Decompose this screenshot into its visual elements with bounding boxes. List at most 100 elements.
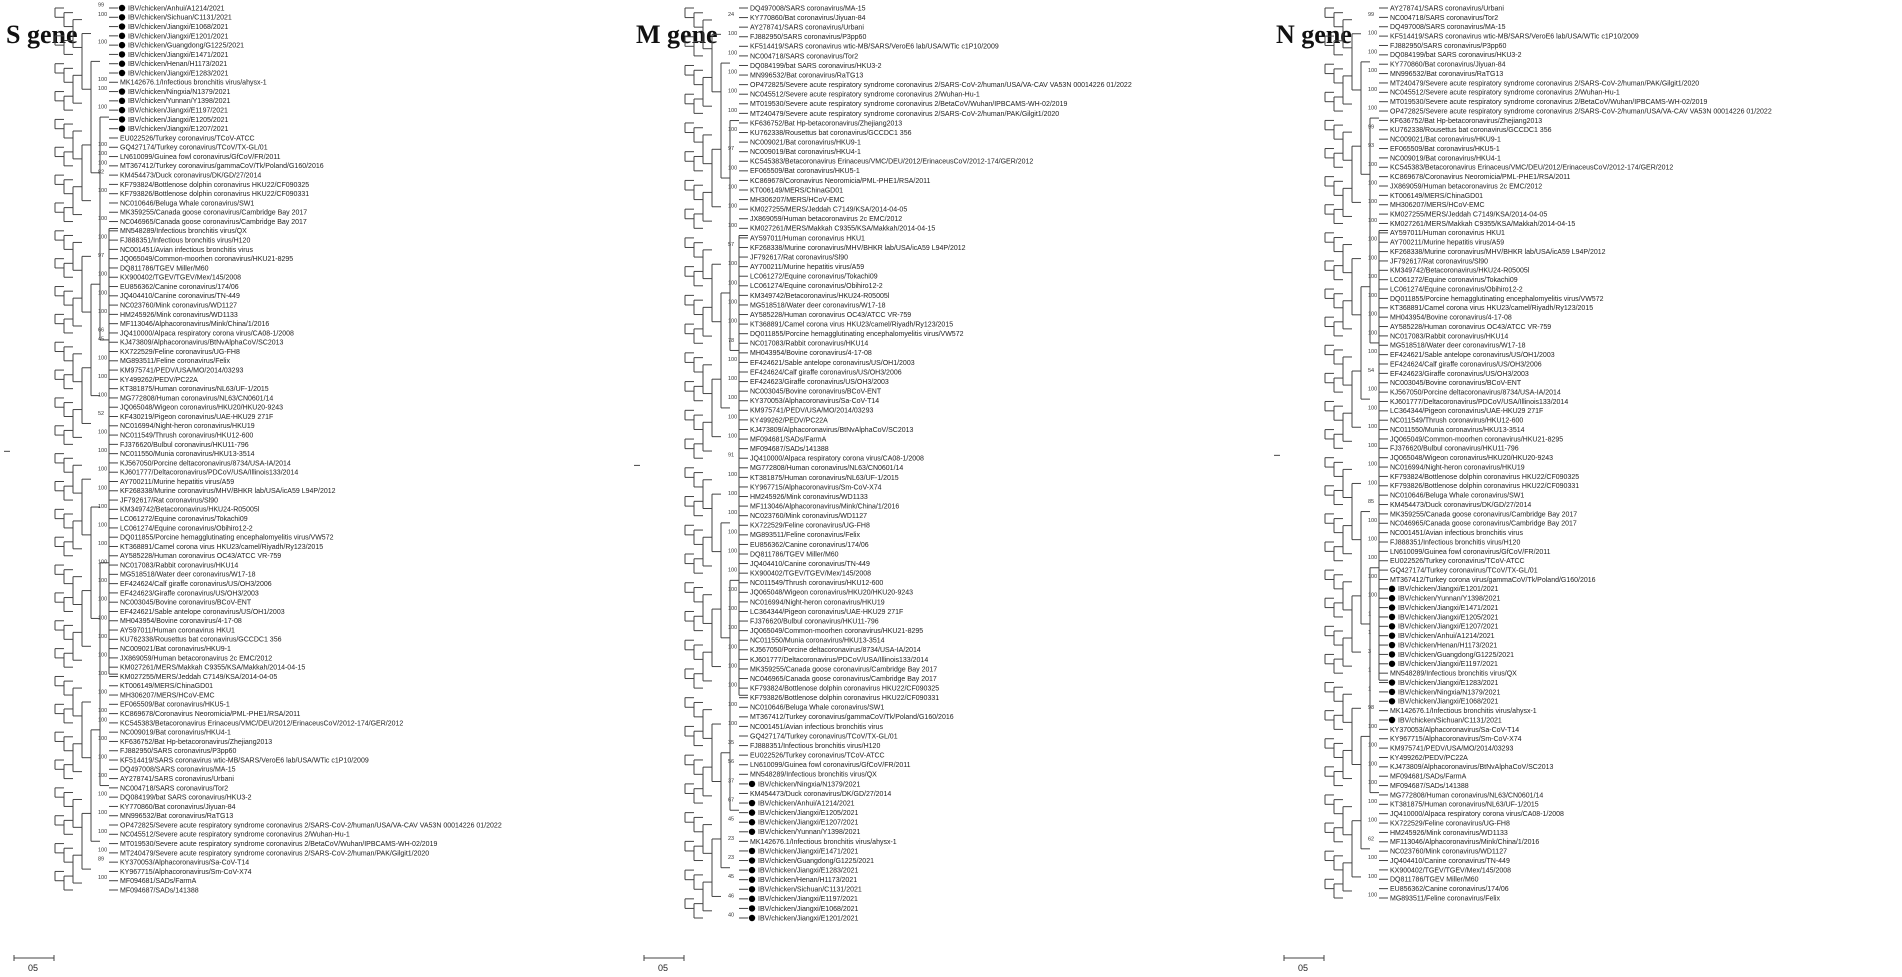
bootstrap-value: 100: [1368, 874, 1377, 880]
bootstrap-value: 93: [1368, 143, 1374, 149]
leaf-label: LC061274/Equine coronavirus/Obihiro12-2: [120, 525, 253, 532]
leaf-label: NC009021/Bat coronavirus/HKU9-1: [750, 140, 861, 147]
leaf-label: MK359255/Canada goose coronavirus/Cambri…: [750, 666, 937, 673]
leaf-label: MG893511/Feline coronavirus/Felix: [750, 532, 860, 539]
bootstrap-value: 100: [728, 663, 737, 669]
leaf-label: IBV/chicken/Henan/H1173/2021: [128, 61, 227, 68]
bootstrap-value: 100: [98, 597, 107, 603]
bootstrap-value: 100: [1368, 537, 1377, 543]
leaf-label: IBV/chicken/Jiangxi/E1207/2021: [758, 820, 859, 827]
leaf-label: NC003045/Bovine coronavirus/BCoV-ENT: [750, 389, 882, 396]
bootstrap-value: 100: [1368, 574, 1377, 580]
study-strain-marker-icon: [118, 116, 126, 123]
leaf-label: LC364344/Pigeon coronavirus/UAE-HKU29 27…: [1390, 408, 1543, 415]
bootstrap-value: 100: [1368, 780, 1377, 786]
bootstrap-value: 100: [1368, 162, 1377, 168]
leaf-label: IBV/chicken/Jiangxi/E1201/2021: [128, 33, 229, 40]
bootstrap-value: 100: [1368, 68, 1377, 74]
leaf-label: IBV/chicken/Yunnan/Y1398/2021: [1398, 596, 1500, 603]
bootstrap-value: 100: [728, 395, 737, 401]
bootstrap-value: 100: [98, 875, 107, 881]
leaf-label: NC016994/Night-heron coronavirus/HKU19: [1390, 464, 1525, 471]
leaf-label: IBV/chicken/Yunnan/Y1398/2021: [128, 98, 230, 105]
leaf-label: MF094681/SADs/FarmA: [120, 878, 197, 885]
leaf-label: IBV/chicken/Jiangxi/E1471/2021: [128, 52, 229, 59]
bootstrap-value: 100: [98, 160, 107, 166]
leaf-label: MK359255/Canada goose coronavirus/Cambri…: [1390, 511, 1577, 518]
bootstrap-value: 100: [728, 510, 737, 516]
leaf-label: KY499262/PEDV/PC22A: [750, 417, 828, 424]
leaf-label: NC010646/Beluga Whale coronavirus/SW1: [120, 200, 254, 207]
bootstrap-value: 100: [728, 165, 737, 171]
leaf-label: KM975741/PEDV/USA/MO/2014/03293: [750, 408, 873, 415]
leaf-label: EU856362/Canine coronavirus/174/06: [1390, 886, 1509, 893]
scale-bar-label: 05: [1298, 963, 1308, 973]
leaf-label: JQ065048/Wigeon coronavirus/HKU20/HKU20-…: [120, 405, 283, 412]
leaf-label: KT368891/Camel corona virus HKU23/camel/…: [1390, 305, 1593, 312]
leaf-label: KY770860/Bat coronavirus/Jiyuan-84: [1390, 62, 1506, 69]
bootstrap-value: 100: [98, 374, 107, 380]
bootstrap-value: 100: [1368, 443, 1377, 449]
leaf-label: IBV/chicken/Sichuan/C1131/2021: [128, 15, 232, 22]
bootstrap-value: 100: [728, 50, 737, 56]
leaf-label: IBV/chicken/Sichuan/C1131/2021: [1398, 717, 1502, 724]
bootstrap-value: 100: [98, 105, 107, 111]
leaf-label: NC017083/Rabbit coronavirus/HKU14: [750, 341, 868, 348]
study-strain-marker-icon: [748, 780, 756, 788]
leaf-label: IBV/chicken/Henan/H1173/2021: [758, 877, 857, 884]
leaf-label: NC046965/Canada goose coronavirus/Cambri…: [120, 219, 307, 226]
bootstrap-value: 45: [728, 874, 734, 880]
leaf-label: IBV/chicken/Jiangxi/E1205/2021: [128, 117, 229, 124]
leaf-label: DQ497008/SARS coronavirus/MA-15: [1390, 24, 1506, 31]
leaf-label: MG518518/Water deer coronavirus/W17-18: [1390, 343, 1526, 350]
leaf-label: FJ376620/Bulbul coronavirus/HKU11-796: [120, 442, 249, 449]
leaf-label: FJ882950/SARS coronavirus/P3pp60: [1390, 43, 1506, 50]
bootstrap-value: 100: [1368, 312, 1377, 318]
leaf-label: HM245926/Mink coronavirus/WD1133: [1390, 830, 1508, 837]
leaf-label: NC004718/SARS coronavirus/Tor2: [750, 53, 858, 60]
leaf-label: LN610099/Guinea fowl coronavirus/GfCoV/F…: [1390, 549, 1551, 556]
leaf-label: NC011550/Munia coronavirus/HKU13-3514: [750, 638, 885, 645]
leaf-label: NC004718/SARS coronavirus/Tor2: [120, 785, 228, 792]
bootstrap-value: 100: [98, 671, 107, 677]
leaf-label: JQ410000/Alpaca respiratory corona virus…: [1390, 811, 1564, 818]
bootstrap-value: 100: [728, 414, 737, 420]
leaf-label: IBV/chicken/Jiangxi/E1197/2021: [758, 896, 858, 903]
bootstrap-value: 1: [1368, 611, 1371, 617]
leaf-label: IBV/chicken/Jiangxi/E1205/2021: [758, 810, 859, 817]
leaf-label: JF792617/Rat coronavirus/Sl90: [120, 497, 218, 504]
bootstrap-value: 100: [98, 309, 107, 315]
leaf-label: DQ011855/Porcine hemagglutinating enceph…: [750, 331, 964, 338]
leaf-label: JF792617/Rat coronavirus/Sl90: [750, 254, 848, 261]
bootstrap-value: 100: [98, 430, 107, 436]
leaf-label: KM349742/Betacoronavirus/HKU24-R05005l: [120, 507, 260, 514]
leaf-label: MH043954/Bovine coronavirus/4-17-08: [120, 618, 242, 625]
leaf-label: IBV/chicken/Jiangxi/E1283/2021: [128, 70, 229, 77]
n-gene-tree: AY278741/SARS coronavirus/UrbaniNC004718…: [1274, 5, 1772, 973]
leaf-label: EF424624/Calf giraffe coronavirus/US/OH3…: [750, 369, 902, 376]
bootstrap-value: 100: [98, 235, 107, 241]
leaf-label: EU022526/Turkey coronavirus/TCoV-ATCC: [120, 135, 255, 142]
bootstrap-value: 100: [98, 847, 107, 853]
bootstrap-value: 97: [728, 146, 734, 152]
leaf-label: KT006149/MERS/ChinaGD01: [1390, 193, 1483, 200]
leaf-label: MT367412/Turkey corona virus/gammaCoV/Tk…: [1390, 577, 1596, 584]
study-strain-marker-icon: [748, 857, 756, 864]
leaf-label: MF113046/Alphacoronavirus/Mink/China/1/2…: [1390, 839, 1539, 846]
study-strain-marker-icon: [118, 41, 126, 49]
study-strain-marker-icon: [748, 819, 756, 826]
bootstrap-value: 100: [728, 702, 737, 708]
leaf-label: NC003045/Bovine coronavirus/BCoV-ENT: [120, 600, 252, 607]
bootstrap-value: 100: [1368, 87, 1377, 93]
leaf-label: JQ065049/Common-moorhen coronavirus/HKU2…: [1390, 436, 1563, 443]
bootstrap-value: 100: [98, 485, 107, 491]
leaf-label: MN996532/Bat coronavirus/RaTG13: [1390, 71, 1503, 78]
leaf-label: KU762338/Rousettus bat coronavirus/GCCDC…: [1390, 127, 1552, 134]
leaf-label: JF792617/Rat coronavirus/Sl90: [1390, 258, 1488, 265]
study-strain-marker-icon: [118, 106, 126, 114]
study-strain-marker-icon: [748, 847, 756, 855]
bootstrap-value: 100: [98, 188, 107, 194]
leaf-label: NC046965/Canada goose coronavirus/Cambri…: [1390, 521, 1577, 528]
study-strain-marker-icon: [748, 866, 756, 874]
leaf-label: MH306207/MERS/HCoV-EMC: [120, 692, 215, 699]
